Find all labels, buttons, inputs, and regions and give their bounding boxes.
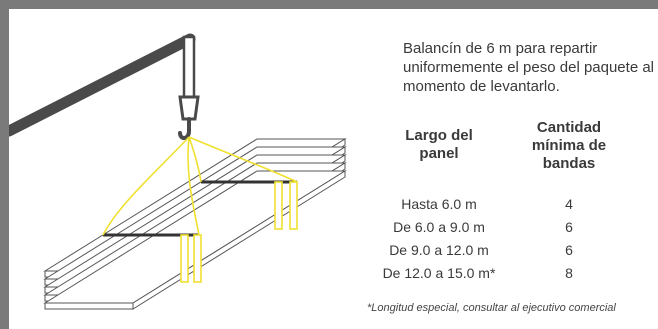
table-row-bands: 4 [565, 196, 573, 212]
table-row-bands: 6 [565, 242, 573, 258]
caption: Balancín de 6 m para repartir uniformeme… [403, 40, 655, 95]
table-row-length: De 9.0 a 12.0 m [389, 242, 489, 258]
hook [178, 117, 191, 140]
crane-arm [9, 33, 196, 137]
table-row-length: De 6.0 a 9.0 m [393, 219, 485, 235]
hook-block [178, 95, 200, 121]
hook-hanger [182, 35, 196, 101]
crane-lifting-illustration [9, 33, 347, 310]
header-length: Largo del panel [405, 127, 473, 162]
panel-stack [43, 138, 347, 310]
table-row-bands: 8 [565, 265, 573, 281]
footnote: *Longitud especial, consultar al ejecuti… [367, 302, 616, 314]
bands [180, 181, 298, 283]
table-row-bands: 6 [565, 219, 573, 235]
lifting-straps [102, 136, 298, 236]
table-row-length: De 12.0 a 15.0 m* [382, 265, 496, 281]
header-bands: Cantidad mínima de bandas [531, 119, 607, 172]
table-row-length: Hasta 6.0 m [401, 196, 477, 212]
